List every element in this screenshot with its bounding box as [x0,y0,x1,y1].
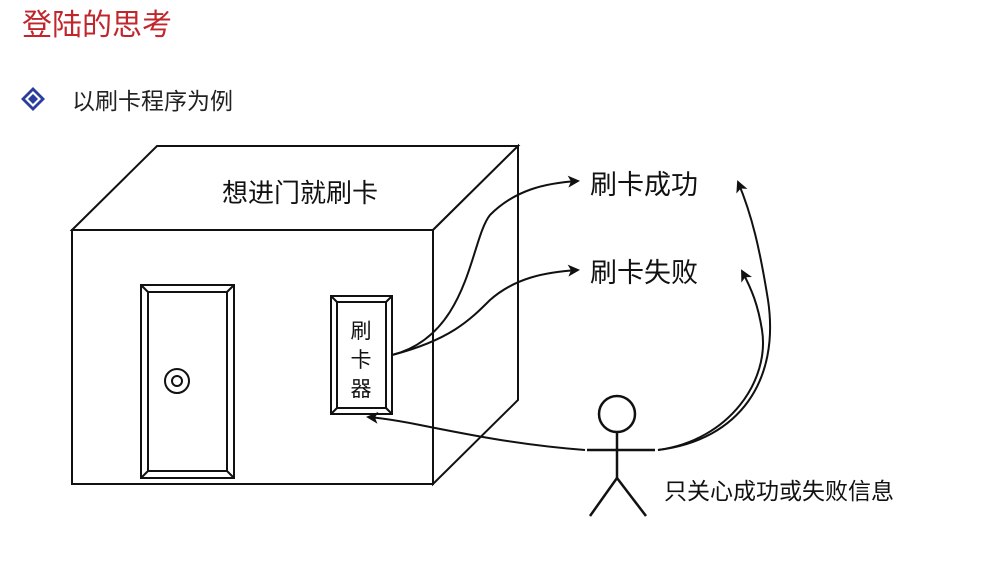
arrow-person-to-success [657,180,772,451]
card-reader-label-1: 刷 [351,319,372,343]
arrow-person-to-reader [366,411,586,451]
door-knob-icon [164,368,190,394]
arrow-reader-to-success [391,175,580,356]
arrow-reader-to-failure [391,264,580,356]
person-icon [587,394,655,517]
outcome-success-label: 刷卡成功 [590,170,698,201]
card-reader-label-3: 器 [351,377,372,401]
arrow-person-to-failure [657,269,764,451]
diamond-bullet-icon [21,87,45,111]
box-label: 想进门就刷卡 [222,179,378,209]
door [140,284,235,479]
bullet-text: 以刷卡程序为例 [72,89,233,115]
outcome-failure-label: 刷卡失败 [590,258,698,289]
slide-title: 登陆的思考 [22,8,172,43]
card-reader-label-2: 卡 [351,348,372,372]
person-caption: 只关心成功或失败信息 [664,479,894,505]
card-reader [330,295,393,415]
bullet-item: 以刷卡程序为例 [20,84,233,115]
